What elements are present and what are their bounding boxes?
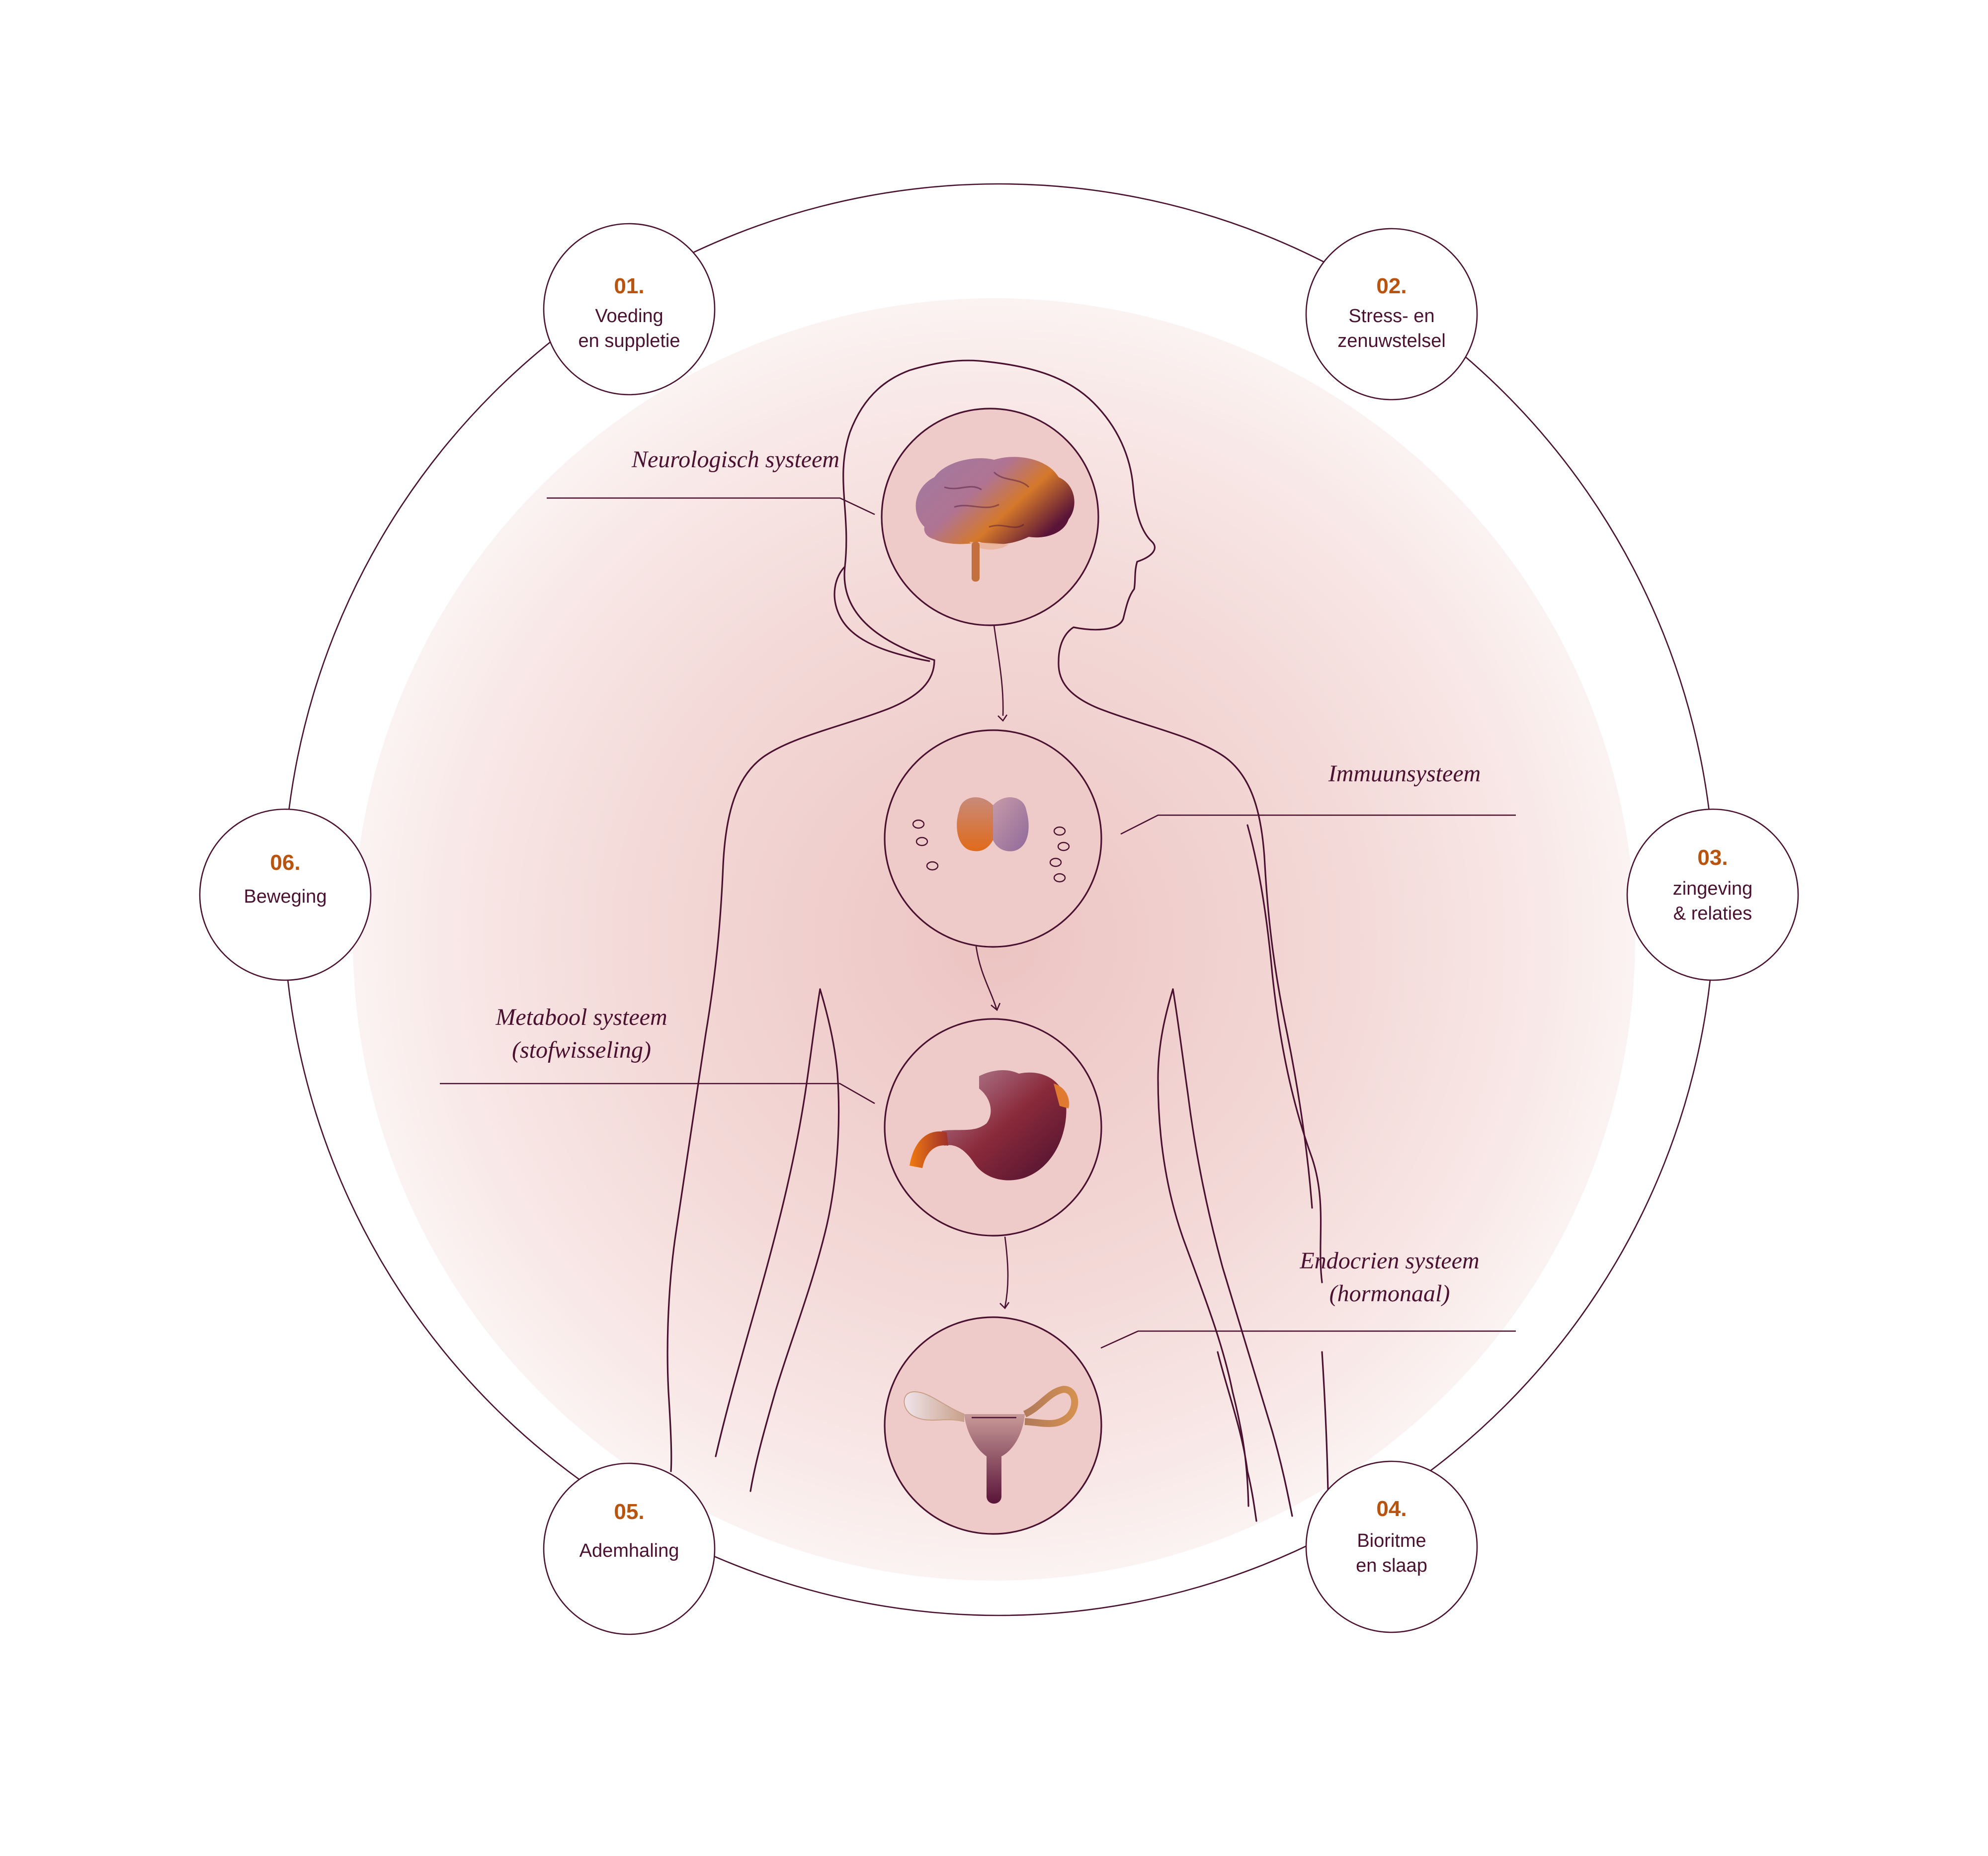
- node-label-2: zenuwstelsel: [1337, 331, 1446, 351]
- uterus-icon: [904, 1385, 1078, 1504]
- organ-stomach: [884, 1018, 1102, 1237]
- node-label: Beweging: [244, 886, 327, 907]
- body-silhouette: [666, 359, 1329, 1522]
- organ-brain: [881, 408, 1099, 626]
- thymus-icon: [912, 797, 1070, 883]
- node-number: 03.: [1697, 845, 1728, 870]
- node-label: Bioritme: [1357, 1530, 1426, 1551]
- brain-icon: [915, 457, 1075, 582]
- node-number: 06.: [270, 850, 300, 875]
- node-number: 02.: [1376, 274, 1407, 298]
- flow-arrows: [975, 625, 1010, 1310]
- node-03: 03. zingeving & relaties: [1626, 808, 1799, 981]
- system-label-neurologisch: Neurologisch systeem: [631, 446, 839, 473]
- node-label-2: en slaap: [1356, 1555, 1427, 1576]
- node-05: 05. Ademhaling: [543, 1462, 716, 1635]
- node-number: 04.: [1376, 1497, 1407, 1521]
- node-label: Voeding: [595, 306, 663, 327]
- organ-thymus: [884, 729, 1102, 948]
- system-connectors: [440, 497, 1516, 1349]
- node-02: 02. Stress- en zenuwstelsel: [1305, 228, 1478, 401]
- node-01: 01. Voeding en suppletie: [543, 223, 716, 396]
- node-06: 06. Beweging: [199, 808, 372, 981]
- node-number: 01.: [614, 274, 644, 298]
- node-label: Ademhaling: [580, 1540, 679, 1561]
- stomach-icon: [910, 1070, 1069, 1181]
- organ-uterus: [884, 1316, 1102, 1535]
- node-label-2: & relaties: [1673, 903, 1752, 924]
- system-label-metabool: Metabool systeem: [495, 1004, 667, 1030]
- node-04: 04. Bioritme en slaap: [1305, 1460, 1478, 1633]
- system-label-metabool-sub: (stofwisseling): [512, 1037, 651, 1063]
- node-label-2: en suppletie: [579, 331, 680, 351]
- system-label-endocrien: Endocrien systeem: [1299, 1248, 1479, 1274]
- system-label-immuun: Immuunsysteem: [1328, 760, 1481, 787]
- node-number: 05.: [614, 1500, 644, 1524]
- node-label: Stress- en: [1348, 306, 1434, 327]
- system-label-endocrien-sub: (hormonaal): [1329, 1280, 1450, 1307]
- node-label: zingeving: [1673, 878, 1753, 899]
